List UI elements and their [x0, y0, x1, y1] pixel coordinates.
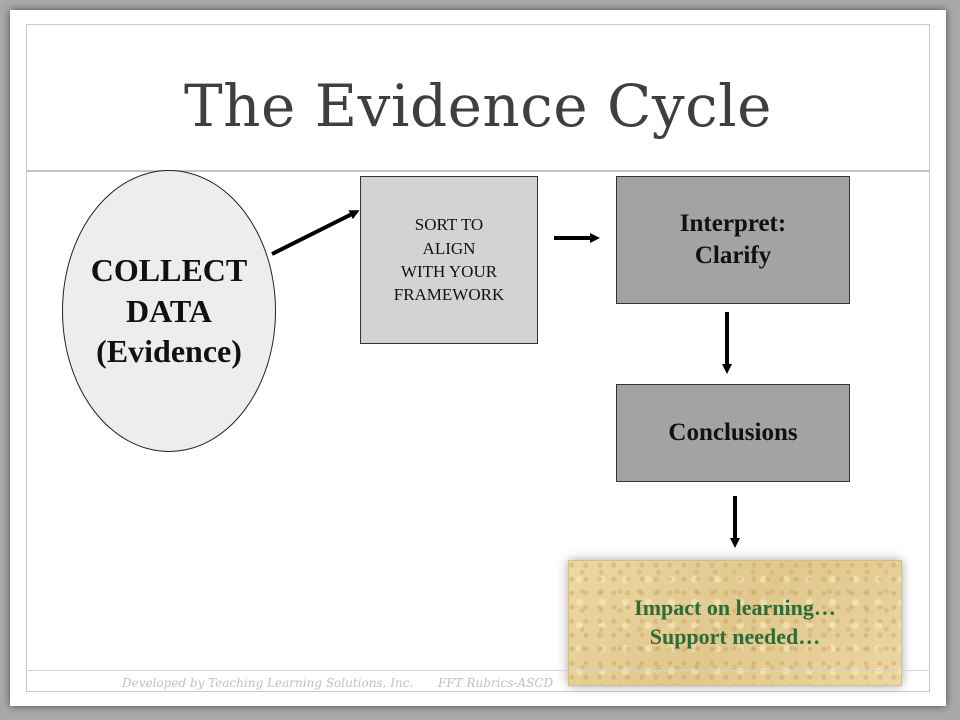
title-divider — [26, 170, 930, 172]
collect-line-1: COLLECT — [90, 251, 248, 288]
interpret-line-1: Interpret: — [679, 210, 787, 237]
impact-line-1: Impact on learning… — [634, 595, 836, 621]
slide-frame — [26, 24, 930, 692]
sort-line-2: ALIGN — [422, 238, 476, 258]
footer-credit: Developed by Teaching Learning Solutions… — [122, 676, 414, 690]
footer-divider — [26, 670, 930, 671]
slide-title: The Evidence Cycle — [183, 72, 772, 140]
collect-line-2: DATA — [126, 292, 212, 329]
footer-source: FFT Rubrics-ASCD — [438, 676, 554, 690]
sort-line-3: WITH YOUR — [400, 262, 498, 281]
collect-line-3: (Evidence) — [96, 333, 242, 370]
slide: The Evidence Cycle COLLECT DATA (Evidenc… — [10, 10, 946, 706]
conclusions-label: Conclusions — [668, 419, 798, 446]
collect-data-ellipse: COLLECT DATA (Evidence) — [62, 170, 276, 452]
sort-line-4: FRAMEWORK — [393, 285, 505, 305]
sort-line-1: SORT TO — [414, 215, 484, 235]
interpret-line-2: Clarify — [694, 242, 772, 269]
sort-box: SORT TO ALIGN WITH YOUR FRAMEWORK — [360, 176, 538, 344]
conclusions-box: Conclusions — [616, 384, 850, 482]
impact-line-2: Support needed… — [649, 624, 821, 649]
impact-box: Impact on learning… Support needed… — [568, 560, 902, 686]
interpret-box: Interpret: Clarify — [616, 176, 850, 304]
